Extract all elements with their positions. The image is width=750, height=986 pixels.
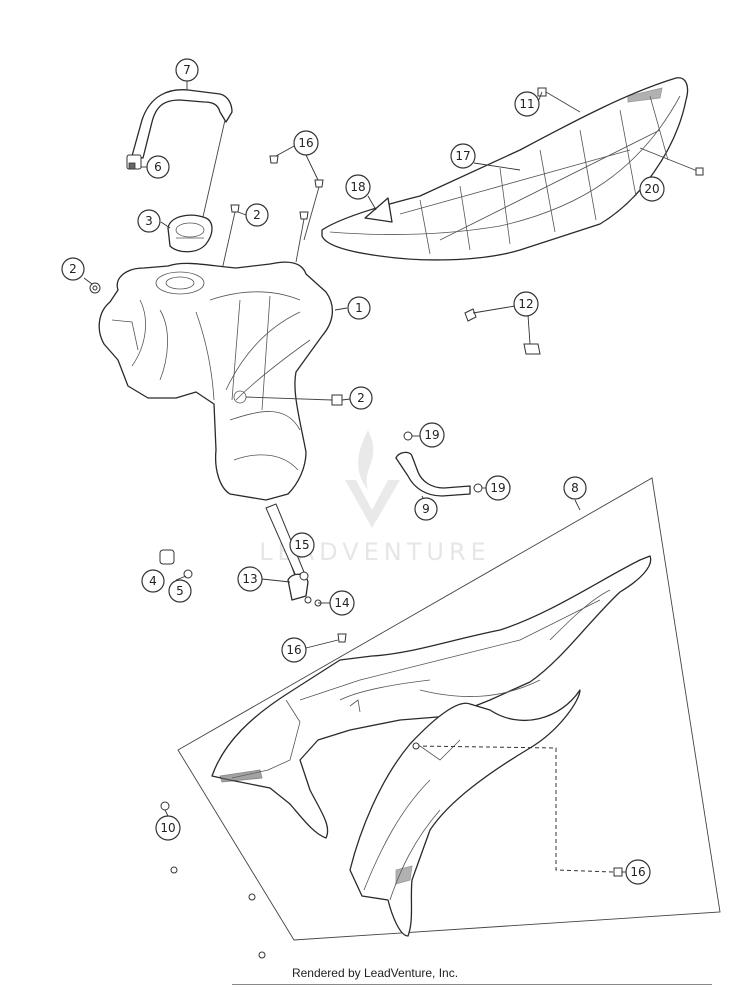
callout-16-top: 16 — [293, 130, 319, 156]
callout-12: 12 — [513, 291, 539, 317]
callout-20: 20 — [639, 176, 665, 202]
callout-1-label: 1 — [355, 301, 363, 315]
callout-4-label: 4 — [149, 574, 157, 588]
leader-lines — [83, 81, 626, 873]
callout-17: 17 — [450, 143, 476, 169]
shroud-group-frame — [177, 477, 721, 941]
callout-3-label: 3 — [145, 214, 153, 228]
vent-hose-part — [131, 89, 233, 231]
callout-13-label: 13 — [242, 572, 257, 586]
callout-8-label: 8 — [571, 481, 579, 495]
callout-10-label: 10 — [160, 821, 175, 835]
callout-12-label: 12 — [518, 297, 533, 311]
breather-hose-part — [395, 431, 483, 497]
side-cover-part — [211, 555, 652, 839]
callout-2-left: 2 — [61, 257, 85, 281]
callout-2-right: 2 — [349, 386, 373, 410]
fuel-tap-part — [265, 503, 322, 607]
callout-10: 10 — [155, 815, 181, 841]
callout-9-label: 9 — [422, 502, 430, 516]
valve-part — [126, 154, 142, 170]
callout-5: 5 — [168, 579, 192, 603]
callout-1: 1 — [347, 296, 371, 320]
callout-17-label: 17 — [455, 149, 470, 163]
footer-credit: Rendered by LeadVenture, Inc. — [291, 966, 459, 980]
callout-2-cap-label: 2 — [253, 208, 261, 222]
seat-bracket-part — [364, 197, 393, 223]
callout-19-top-label: 19 — [424, 428, 439, 442]
mounting-line — [415, 745, 615, 873]
callout-11: 11 — [514, 91, 540, 117]
filler-cap-part — [167, 214, 213, 253]
callout-18: 18 — [345, 174, 371, 200]
callout-16-mid: 16 — [281, 637, 307, 663]
callout-2-right-label: 2 — [357, 391, 365, 405]
lower-bolt-part — [337, 633, 347, 643]
callout-14: 14 — [329, 590, 355, 616]
callout-5-label: 5 — [176, 584, 184, 598]
callout-8: 8 — [563, 476, 587, 500]
callout-20-label: 20 — [644, 182, 659, 196]
callout-9: 9 — [414, 497, 438, 521]
callout-2-left-label: 2 — [69, 262, 77, 276]
callout-15-label: 15 — [294, 538, 309, 552]
callout-19-top: 19 — [419, 422, 445, 448]
side-cover-lower-part — [349, 689, 581, 937]
callout-16-mid-label: 16 — [286, 643, 301, 657]
callout-16-top-label: 16 — [298, 136, 313, 150]
bolt-part — [89, 155, 324, 294]
callout-2-cap: 2 — [245, 203, 269, 227]
seat-bolt-part — [537, 87, 581, 113]
callout-19-bottom: 19 — [485, 475, 511, 501]
callout-19-bottom-label: 19 — [490, 481, 505, 495]
callout-18-label: 18 — [350, 180, 365, 194]
callout-14-label: 14 — [334, 596, 349, 610]
spacer-part — [159, 549, 193, 579]
cover-bolt-part — [412, 742, 623, 877]
cover-screw-part — [160, 801, 266, 959]
callout-7-label: 7 — [183, 63, 191, 77]
callout-16-bottom-label: 16 — [630, 865, 645, 879]
callout-7: 7 — [175, 58, 199, 82]
clip-part — [464, 308, 541, 355]
footer-divider — [232, 984, 712, 985]
callout-3: 3 — [137, 209, 161, 233]
seat-part — [321, 77, 689, 261]
callout-4: 4 — [141, 569, 165, 593]
callout-11-label: 11 — [519, 97, 534, 111]
callout-6: 6 — [146, 155, 170, 179]
callout-15: 15 — [289, 532, 315, 558]
seat-pin-part — [639, 147, 704, 176]
callout-6-label: 6 — [154, 160, 162, 174]
screw-part — [331, 394, 343, 406]
callout-13: 13 — [237, 566, 263, 592]
callout-16-bottom: 16 — [625, 859, 651, 885]
fuel-tank-part — [98, 261, 333, 501]
